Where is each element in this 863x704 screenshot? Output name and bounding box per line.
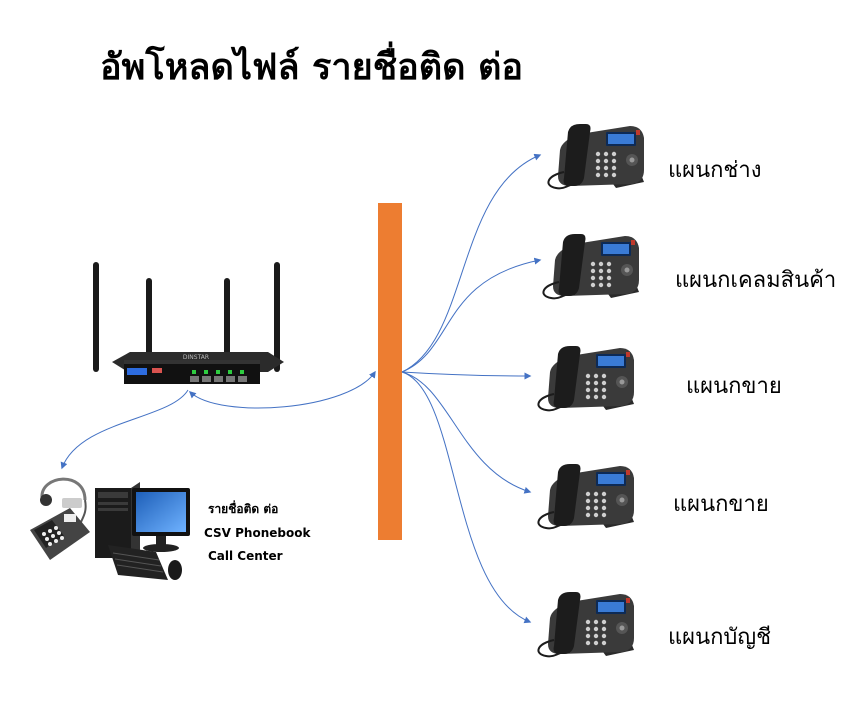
router-icon: DINSTAR xyxy=(93,262,284,384)
router-brand: DINSTAR xyxy=(183,354,209,361)
department-label-2: แผนกเคลมสินค้า xyxy=(675,268,837,293)
connector-router-to-switch xyxy=(188,370,376,409)
desk-phone-icon xyxy=(537,346,634,412)
phone-connectors xyxy=(401,153,542,624)
desk-phone-icon xyxy=(547,124,644,190)
pc-label-csv-phonebook: CSV Phonebook xyxy=(204,526,311,540)
pc-label-contacts: รายชื่อติด ต่อ xyxy=(208,502,279,516)
department-label-5: แผนกบัญชี xyxy=(668,625,772,650)
network-switch-bar xyxy=(378,203,402,540)
headset-phone-icon xyxy=(30,477,90,560)
desk-phone-icon xyxy=(542,234,639,300)
department-label-4: แผนกขาย xyxy=(673,492,769,517)
computer-icon xyxy=(95,482,190,580)
pc-label-call-center: Call Center xyxy=(208,549,283,563)
department-label-1: แผนกช่าง xyxy=(668,158,762,183)
connector-phone-1 xyxy=(401,153,542,373)
connector-router-to-pc xyxy=(60,389,189,470)
connector-phone-3 xyxy=(401,371,532,380)
desk-phone-icon xyxy=(537,592,634,658)
connector-phone-4 xyxy=(401,371,532,494)
connector-phone-2 xyxy=(401,257,542,373)
connector-phone-5 xyxy=(401,371,532,624)
page-title: อัพโหลดไฟล์ รายชื่อติด ต่อ xyxy=(100,47,524,88)
ip-phones xyxy=(537,124,644,658)
department-label-3: แผนกขาย xyxy=(686,374,782,399)
desk-phone-icon xyxy=(537,464,634,530)
